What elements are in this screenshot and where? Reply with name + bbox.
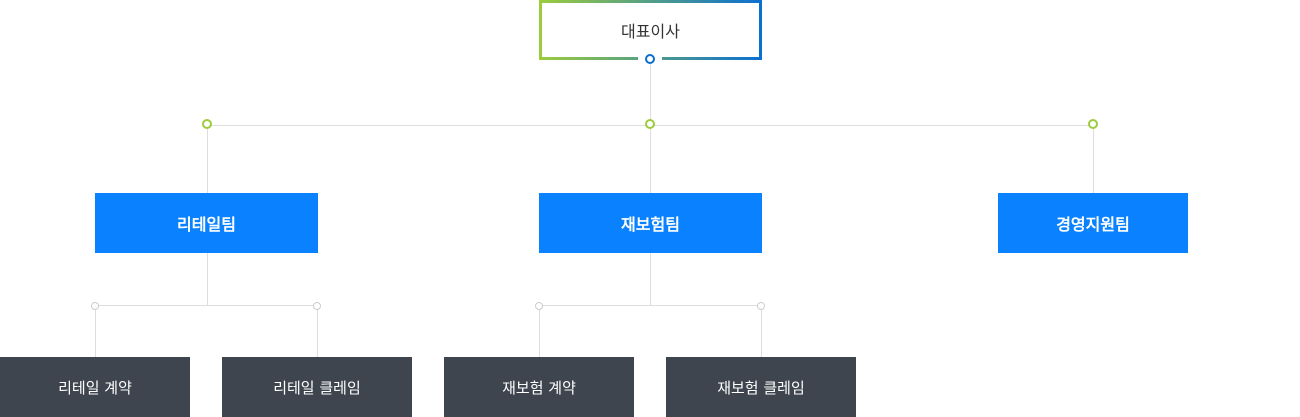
team-retail-box: 리테일팀: [95, 193, 318, 253]
sub-retail-contract-box: 리테일 계약: [0, 357, 190, 417]
sub-retail-claim-label: 리테일 클레임: [273, 378, 361, 397]
ceo-connector-line: [650, 64, 651, 124]
team-reinsurance-connector-line: [650, 128, 651, 193]
team-reinsurance-dot: [645, 119, 655, 129]
sub-reinsurance-contract-box: 재보험 계약: [444, 357, 634, 417]
team-retail-connector-line: [207, 128, 208, 193]
reinsurance-contract-connector-line: [539, 309, 540, 357]
retail-sub-bus-line: [98, 305, 317, 306]
retail-down-line: [207, 253, 208, 305]
team-management-label: 경영지원팀: [1056, 215, 1130, 234]
sub-reinsurance-claim-label: 재보험 클레임: [717, 378, 805, 397]
team-reinsurance-box: 재보험팀: [539, 193, 762, 253]
team-management-connector-line: [1093, 128, 1094, 193]
ceo-box: 대표이사: [539, 0, 762, 60]
sub-retail-contract-label: 리테일 계약: [58, 378, 132, 397]
sub-reinsurance-claim-box: 재보험 클레임: [666, 357, 856, 417]
team-reinsurance-label: 재보험팀: [621, 215, 680, 234]
reinsurance-claim-dot: [757, 302, 765, 310]
ceo-label: 대표이사: [621, 22, 680, 41]
team-management-box: 경영지원팀: [998, 193, 1188, 253]
team-retail-dot: [202, 119, 212, 129]
retail-contract-connector-line: [95, 309, 96, 357]
ceo-connector-dot: [645, 54, 655, 64]
retail-contract-dot: [91, 302, 99, 310]
reinsurance-claim-connector-line: [761, 309, 762, 357]
team-management-dot: [1088, 119, 1098, 129]
retail-claim-connector-line: [317, 309, 318, 357]
sub-reinsurance-contract-label: 재보험 계약: [502, 378, 576, 397]
sub-retail-claim-box: 리테일 클레임: [222, 357, 412, 417]
reinsurance-down-line: [650, 253, 651, 305]
reinsurance-contract-dot: [535, 302, 543, 310]
reinsurance-sub-bus-line: [542, 305, 761, 306]
retail-claim-dot: [313, 302, 321, 310]
team-retail-label: 리테일팀: [177, 215, 236, 234]
